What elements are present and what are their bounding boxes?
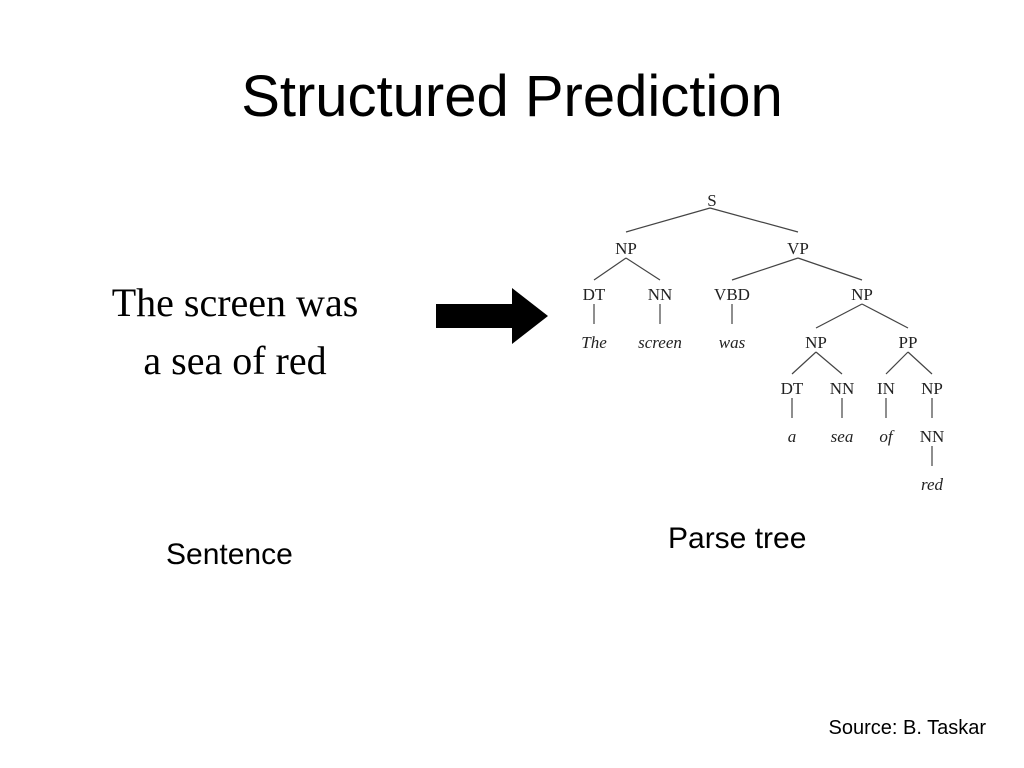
caption-parse-tree: Parse tree (668, 522, 807, 555)
edge-s-vp (709, 207, 799, 233)
node-nn: NN (648, 285, 673, 304)
edge-vp-vbd (731, 257, 799, 281)
node-np-4: NP (921, 379, 943, 398)
node-pp: PP (899, 333, 918, 352)
edge-pp-in (885, 351, 909, 375)
right-arrow-icon (436, 288, 548, 344)
parse-tree: S NP VP DT NN VBD NP NP PP DT NN IN NP N… (581, 191, 945, 494)
word-screen: screen (638, 333, 682, 352)
word-the: The (581, 333, 607, 352)
word-of: of (879, 427, 895, 446)
sentence-line-1: The screen was (111, 280, 359, 325)
edge-np-dt2 (791, 351, 817, 375)
sentence-line-2: a sea of red (143, 338, 327, 383)
node-nn-2: NN (830, 379, 855, 398)
node-dt-2: DT (781, 379, 804, 398)
node-vbd: VBD (714, 285, 750, 304)
node-in: IN (877, 379, 895, 398)
edge-np-np (815, 303, 863, 329)
caption-sentence: Sentence (166, 538, 293, 571)
input-sentence: The screen was a sea of red (70, 274, 400, 390)
word-sea: sea (831, 427, 854, 446)
edge-s-np (625, 207, 711, 233)
edge-pp-np4 (907, 351, 933, 375)
edge-np-dt (593, 257, 627, 281)
edge-np-pp (861, 303, 909, 329)
node-nn-3: NN (920, 427, 945, 446)
node-dt: DT (583, 285, 606, 304)
source-credit: Source: B. Taskar (828, 717, 986, 739)
edge-np-nn2 (815, 351, 843, 375)
edge-np-nn (625, 257, 661, 281)
node-np-inner: NP (805, 333, 827, 352)
node-np: NP (615, 239, 637, 258)
word-a: a (788, 427, 797, 446)
edge-vp-np (797, 257, 863, 281)
node-vp: VP (787, 239, 809, 258)
slide-title: Structured Prediction (241, 64, 783, 129)
node-s: S (707, 191, 716, 210)
word-red: red (921, 475, 944, 494)
node-np-object: NP (851, 285, 873, 304)
word-was: was (719, 333, 746, 352)
